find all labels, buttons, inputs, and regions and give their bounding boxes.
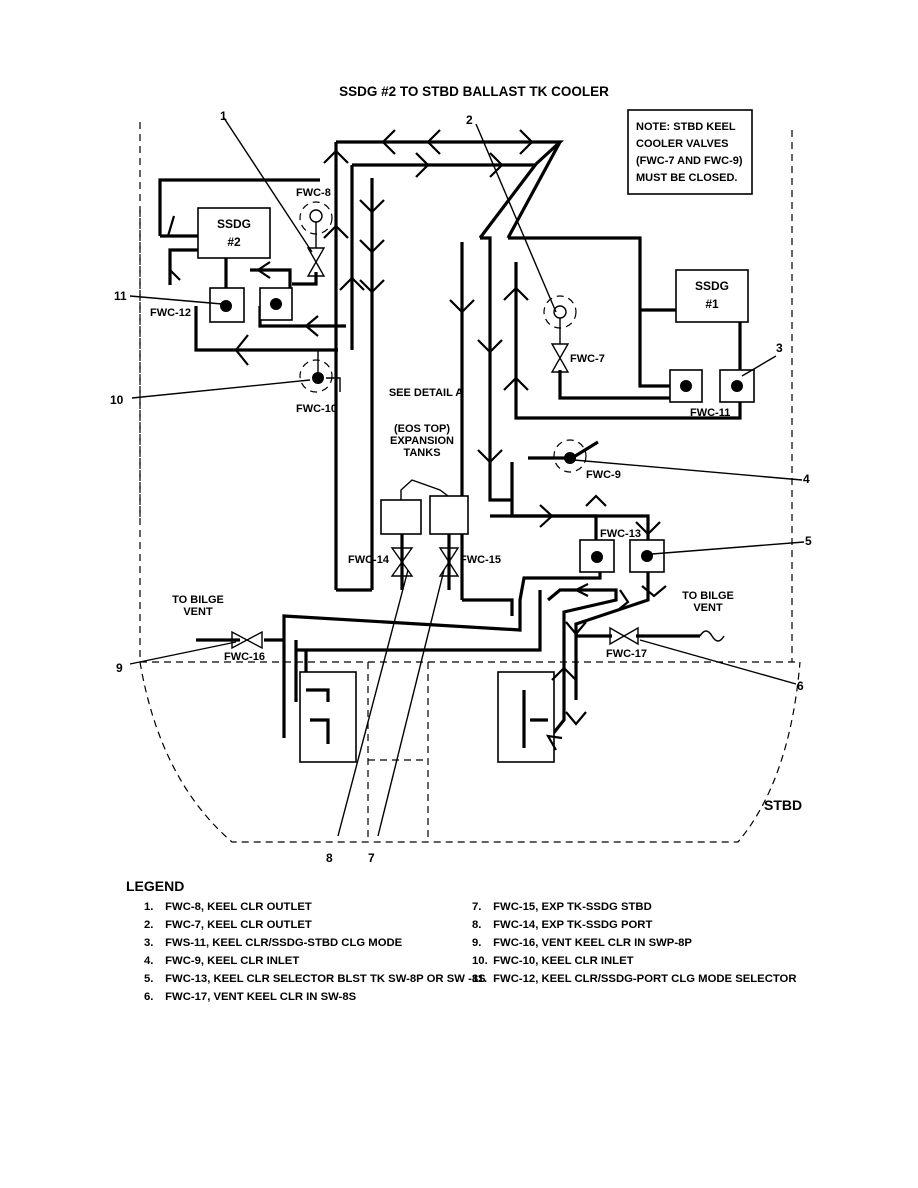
valve-fwc-13[interactable] xyxy=(579,539,665,573)
legend-item-text: FWC-9, KEEL CLR INLET xyxy=(162,955,300,967)
valve-fwc-12[interactable] xyxy=(209,287,245,323)
callout-10: 10 xyxy=(110,393,124,407)
callout-4: 4 xyxy=(803,472,810,486)
callout-9: 9 xyxy=(116,661,123,675)
legend-item: 5. FWC-13, KEEL CLR SELECTOR BLST TK SW-… xyxy=(144,970,486,988)
expansion-tanks-label-1: (EOS TOP) xyxy=(394,423,450,435)
valve-fwc-9[interactable] xyxy=(553,439,587,473)
legend-item: 6. FWC-17, VENT KEEL CLR IN SW-8S xyxy=(144,988,486,1006)
legend-item: 8. FWC-14, EXP TK-SSDG PORT xyxy=(472,916,797,934)
fwc-12-tag: FWC-12 xyxy=(150,307,191,319)
note-line-4: MUST BE CLOSED. xyxy=(636,172,737,184)
fwc-11-tag: FWC-11 xyxy=(690,407,730,419)
fwc-13-tag: FWC-13 xyxy=(600,528,641,540)
valve-fwc-10[interactable] xyxy=(299,350,341,393)
callout-2: 2 xyxy=(466,113,473,127)
valve-fwc-15[interactable] xyxy=(438,547,460,577)
callout-7: 7 xyxy=(368,851,375,865)
legend-item-number: 2. xyxy=(144,919,154,931)
callout-3: 3 xyxy=(776,341,783,355)
legend-item-text: FWC-16, VENT KEEL CLR IN SWP-8P xyxy=(490,937,692,949)
ssdg-1-label-line-2: #1 xyxy=(705,297,719,311)
valve-fwc-8[interactable] xyxy=(299,201,333,277)
legend-item-text: FWC-7, KEEL CLR OUTLET xyxy=(162,919,312,931)
callout-5: 5 xyxy=(805,534,812,548)
legend-item-number: 8. xyxy=(472,919,482,931)
callout-1: 1 xyxy=(220,109,227,123)
legend-item-text: FWC-12, KEEL CLR/SSDG-PORT CLG MODE SELE… xyxy=(490,973,797,985)
legend-item-number: 3. xyxy=(144,937,154,949)
legend-item-number: 9. xyxy=(472,937,482,949)
legend-item-number: 11. xyxy=(472,973,488,985)
fwc-8-tag: FWC-8 xyxy=(296,187,331,199)
legend-item: 4. FWC-9, KEEL CLR INLET xyxy=(144,952,486,970)
flow-arrows xyxy=(166,129,667,751)
note-line-2: COOLER VALVES xyxy=(636,138,729,150)
legend-item-text: FWC-8, KEEL CLR OUTLET xyxy=(162,901,312,913)
legend-item-text: FWC-13, KEEL CLR SELECTOR BLST TK SW-8P … xyxy=(162,973,486,985)
valve-fwc-11b[interactable] xyxy=(719,369,755,403)
legend-item: 7. FWC-15, EXP TK-SSDG STBD xyxy=(472,898,797,916)
fwc-10-tag: FWC-10 xyxy=(296,403,337,415)
legend-item-text: FWC-14, EXP TK-SSDG PORT xyxy=(490,919,653,931)
valve-fwc-11[interactable] xyxy=(669,369,703,403)
legend-item-text: FWS-11, KEEL CLR/SSDG-STBD CLG MODE xyxy=(162,937,403,949)
valve-fwc-12b[interactable] xyxy=(259,287,293,321)
legend-item-text: FWC-10, KEEL CLR INLET xyxy=(490,955,634,967)
note-line-1: NOTE: STBD KEEL xyxy=(636,121,736,133)
legend-item-number: 4. xyxy=(144,955,154,967)
legend-title: LEGEND xyxy=(126,878,185,894)
legend-item: 2. FWC-7, KEEL CLR OUTLET xyxy=(144,916,486,934)
ssdg-2-label-line-1: SSDG xyxy=(217,217,251,231)
legend-item: 10. FWC-10, KEEL CLR INLET xyxy=(472,952,797,970)
ssdg-1-label-line-1: SSDG xyxy=(695,279,729,293)
callout-11: 11 xyxy=(114,289,127,303)
legend-item: 1. FWC-8, KEEL CLR OUTLET xyxy=(144,898,486,916)
callout-6: 6 xyxy=(797,679,804,693)
ssdg-1-unit: SSDG #1 xyxy=(675,269,749,323)
fwc-15-tag: FWC-15 xyxy=(460,554,501,566)
note-box: NOTE: STBD KEEL COOLER VALVES (FWC-7 AND… xyxy=(627,109,753,195)
legend-item-number: 5. xyxy=(144,973,154,985)
valve-fwc-17[interactable] xyxy=(609,626,639,646)
ssdg-2-unit: SSDG #2 xyxy=(197,207,271,259)
legend-item: 3. FWS-11, KEEL CLR/SSDG-STBD CLG MODE xyxy=(144,934,486,952)
stbd-label: STBD xyxy=(764,797,802,813)
to-bilge-vent-right-1: TO BILGE xyxy=(682,590,734,602)
expansion-tanks-label-2: EXPANSION xyxy=(390,435,454,447)
legend-item-number: 7. xyxy=(472,901,482,913)
legend-item-text: FWC-17, VENT KEEL CLR IN SW-8S xyxy=(162,991,357,1003)
fwc-9-tag: FWC-9 xyxy=(586,469,621,481)
legend-item-number: 6. xyxy=(144,991,154,1003)
see-detail-label: SEE DETAIL A xyxy=(389,387,463,399)
expansion-tanks-label-3: TANKS xyxy=(403,447,440,459)
legend-item-number: 1. xyxy=(144,901,154,913)
fwc-14-tag: FWC-14 xyxy=(348,554,390,566)
valve-fwc-7[interactable] xyxy=(543,295,577,373)
fwc-16-tag: FWC-16 xyxy=(224,651,265,663)
callout-8: 8 xyxy=(326,851,333,865)
diagram-title: SSDG #2 TO STBD BALLAST TK COOLER xyxy=(339,84,609,99)
to-bilge-vent-left-1: TO BILGE xyxy=(172,594,224,606)
ssdg-2-label-line-2: #2 xyxy=(227,235,241,249)
hull-outline xyxy=(139,122,801,843)
to-bilge-vent-left-2: VENT xyxy=(183,606,213,618)
legend-item: 9. FWC-16, VENT KEEL CLR IN SWP-8P xyxy=(472,934,797,952)
callout-leaders xyxy=(129,117,805,837)
legend-item-text: FWC-15, EXP TK-SSDG STBD xyxy=(490,901,652,913)
legend-item-number: 10. xyxy=(472,955,488,967)
fwc-7-tag: FWC-7 xyxy=(570,353,605,365)
note-line-3: (FWC-7 AND FWC-9) xyxy=(636,155,743,167)
legend-item: 11. FWC-12, KEEL CLR/SSDG-PORT CLG MODE … xyxy=(472,970,797,988)
valve-fwc-14[interactable] xyxy=(390,547,414,577)
to-bilge-vent-right-2: VENT xyxy=(693,602,723,614)
fwc-17-tag: FWC-17 xyxy=(606,648,647,660)
